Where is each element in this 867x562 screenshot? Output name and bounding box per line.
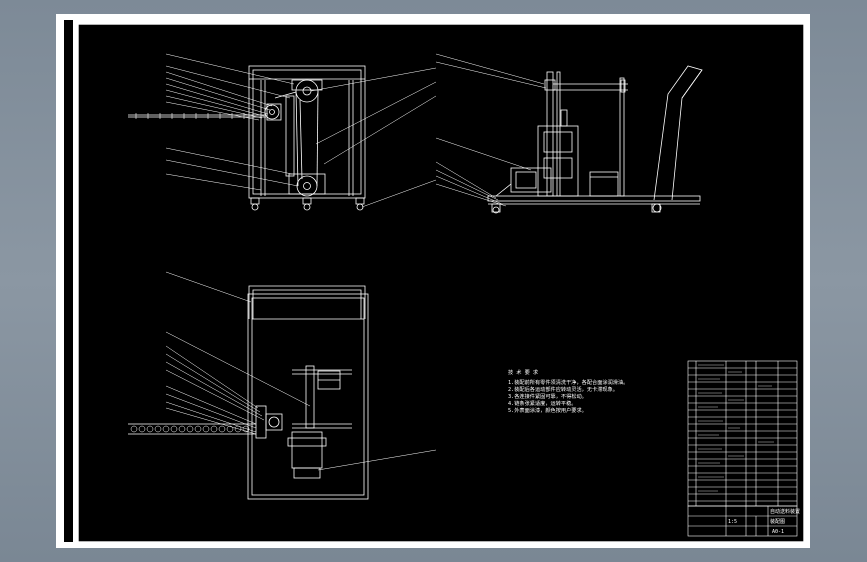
note-line: 2.装配后各运动部件应转动灵活，无卡滞现象。 (508, 385, 618, 393)
belt-left (295, 90, 299, 187)
inner-border (77, 23, 805, 543)
technical-notes: 技 术 要 求 1.装配前所有零件须清洗干净，各配合面涂润滑油。 2.装配后各运… (508, 368, 628, 414)
parts-list (687, 360, 798, 507)
title-block-drawing-no: A0-1 (772, 529, 784, 535)
control-box (589, 171, 619, 197)
note-line: 5.外表面涂漆，颜色按用户要求。 (508, 406, 587, 414)
note-line: 3.各连接件紧固可靠，不得松动。 (508, 392, 587, 400)
drawing-background (78, 24, 804, 542)
title-block-name: 自动送料装置 (770, 508, 800, 515)
cad-drawing: 技 术 要 求 1.装配前所有零件须清洗干净，各配合面涂润滑油。 2.装配后各运… (64, 20, 805, 543)
top-view (128, 271, 437, 500)
note-line: 1.装配前所有零件须清洗干净，各配合面涂润滑油。 (508, 378, 628, 386)
side-motor (510, 167, 552, 193)
title-block (687, 505, 798, 537)
note-line: 4.链条张紧适度，运转平稳。 (508, 399, 577, 407)
drawing-sheet: 技 术 要 求 1.装配前所有零件须清洗干净，各配合面涂润滑油。 2.装配后各运… (56, 14, 810, 548)
side-view (435, 53, 703, 214)
title-block-sheet: 装配图 (770, 518, 785, 525)
push-handle (653, 65, 703, 201)
front-view (128, 53, 437, 211)
outer-frame-white-strip (64, 20, 73, 542)
notes-heading: 技 术 要 求 (508, 368, 539, 376)
belt-right (316, 90, 319, 187)
title-block-scale: 1:5 (728, 519, 737, 525)
drive-gear (264, 104, 280, 120)
